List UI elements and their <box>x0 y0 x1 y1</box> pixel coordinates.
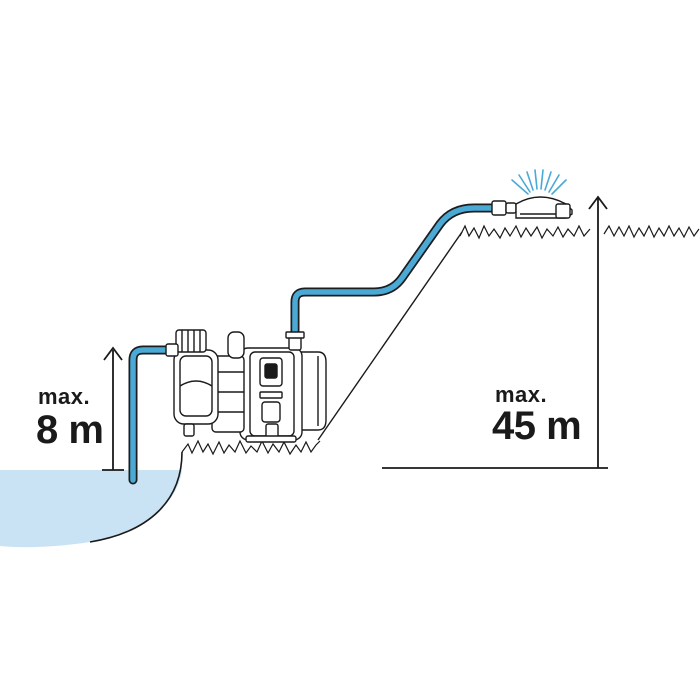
delivery-height-prefix: max. <box>495 382 548 407</box>
delivery-height-arrow <box>382 195 608 469</box>
suction-height-value: 8 m <box>36 408 104 452</box>
hilltop-grass <box>459 224 591 240</box>
delivery-height-value: 45 m <box>492 404 582 448</box>
right-grass <box>603 224 700 239</box>
suction-hose <box>128 345 175 485</box>
slope-line <box>317 231 463 441</box>
water-bank-line <box>89 451 183 543</box>
sprinkler-water-jets <box>511 169 567 195</box>
delivery-hose <box>290 203 499 341</box>
sprinkler <box>491 196 573 219</box>
water-body <box>0 470 182 548</box>
suction-height-prefix: max. <box>38 384 91 409</box>
garden-pump <box>165 329 327 443</box>
pump-ground-grass <box>181 439 321 456</box>
suction-height-arrow <box>102 346 124 471</box>
